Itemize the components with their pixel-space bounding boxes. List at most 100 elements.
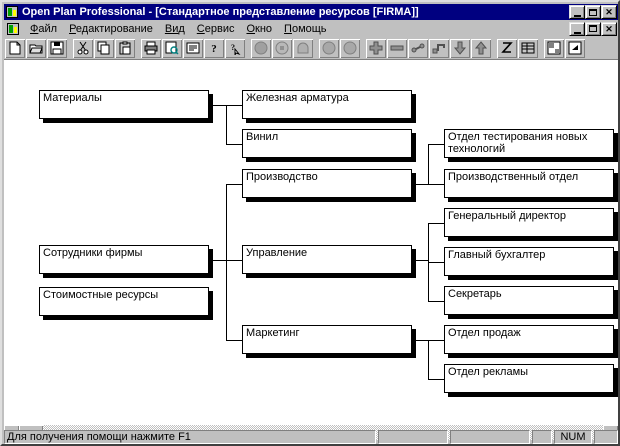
diagram-node[interactable]: Материалы: [39, 90, 209, 119]
print-icon[interactable]: [141, 38, 161, 58]
menu-label-window: кно: [255, 22, 273, 35]
maximize-button[interactable]: [585, 5, 601, 19]
shield-icon[interactable]: [293, 38, 313, 58]
connector-line: [226, 260, 242, 261]
connector-line: [226, 105, 227, 144]
connector-line: [412, 260, 428, 261]
close-icon: ✕: [605, 7, 613, 17]
status-pane-6: [594, 430, 618, 444]
menu-item-edit[interactable]: Редактирование: [69, 22, 153, 35]
mdi-restore-button[interactable]: [585, 21, 601, 36]
minus-icon[interactable]: [387, 38, 407, 58]
connector-line: [614, 144, 618, 145]
status-pane-2: [378, 430, 448, 444]
new-file-icon[interactable]: [5, 38, 25, 58]
menu-label-file: айл: [38, 22, 58, 35]
diagram-node-label: Секретарь: [448, 288, 502, 300]
diagram-node[interactable]: Отдел рекламы: [444, 364, 614, 393]
close-button[interactable]: ✕: [601, 5, 617, 19]
diagram-node[interactable]: Маркетинг: [242, 325, 412, 354]
menu-label-edit: едактирование: [75, 22, 153, 35]
diagram-node[interactable]: Генеральный директор: [444, 208, 614, 237]
move-up-icon[interactable]: [471, 38, 491, 58]
connector-line: [209, 105, 226, 106]
minimize-button[interactable]: [569, 5, 585, 19]
toolbar-separator: [313, 39, 318, 58]
diagram-node[interactable]: Винил: [242, 129, 412, 158]
connector-line: [428, 301, 444, 302]
connector-line: [226, 144, 242, 145]
diagram-node[interactable]: Главный бухгалтер: [444, 247, 614, 276]
table-icon[interactable]: [518, 38, 538, 58]
connector-line: [226, 184, 227, 340]
layout-icon[interactable]: [544, 38, 564, 58]
move-down-icon[interactable]: [450, 38, 470, 58]
connector-line: [428, 184, 444, 185]
open-folder-icon[interactable]: [26, 38, 46, 58]
title-bar: Open Plan Professional - [Стандартное пр…: [4, 4, 618, 20]
diagram-node[interactable]: Секретарь: [444, 286, 614, 315]
plus-icon[interactable]: [366, 38, 386, 58]
menu-label-view: д: [178, 22, 185, 35]
diagram-node-label: Генеральный директор: [448, 210, 566, 222]
connector-line: [226, 184, 242, 185]
circle-b-icon[interactable]: [340, 38, 360, 58]
mdi-close-button[interactable]: ✕: [601, 21, 617, 36]
connector-line: [428, 379, 444, 380]
toolbar-separator: [135, 39, 140, 58]
diagram-node[interactable]: Стоимостные ресурсы: [39, 287, 209, 316]
circle-a-icon[interactable]: [319, 38, 339, 58]
menu-label-help: омощь: [291, 22, 327, 35]
diagram-node[interactable]: Производство: [242, 169, 412, 198]
document-icon[interactable]: [6, 22, 20, 36]
connector-line: [412, 340, 428, 341]
help-question-icon[interactable]: ?: [204, 38, 224, 58]
connector-line: [428, 144, 444, 145]
properties-icon[interactable]: [183, 38, 203, 58]
circle-detail-icon[interactable]: [272, 38, 292, 58]
status-bar: Для получения помощи нажмите F1 NUM: [4, 430, 618, 444]
copy-icon[interactable]: [94, 38, 114, 58]
mdi-minimize-button[interactable]: [569, 21, 585, 36]
promote-icon[interactable]: [429, 38, 449, 58]
print-preview-icon[interactable]: [162, 38, 182, 58]
menu-item-tools[interactable]: Сервис: [196, 22, 235, 35]
toolbar-separator: [491, 39, 496, 58]
context-help-icon[interactable]: ?: [225, 38, 245, 58]
cut-scissors-icon[interactable]: [73, 38, 93, 58]
menu-item-view[interactable]: Вид: [164, 22, 185, 35]
diagram-node-label: Материалы: [43, 92, 102, 104]
diagram-node-label: Производственный отдел: [448, 171, 579, 183]
diagram-node[interactable]: Производственный отдел: [444, 169, 614, 198]
menu-item-file[interactable]: Файл: [30, 22, 58, 35]
diagram-node-label: Главный бухгалтер: [448, 249, 546, 261]
fit-window-icon[interactable]: [565, 38, 585, 58]
menu-item-help[interactable]: Помощь: [284, 22, 327, 35]
svg-text:?: ?: [211, 43, 217, 55]
openplan-icon: [5, 5, 19, 19]
diagram-node-label: Отдел тестирования новых технологий: [448, 131, 588, 155]
toolbar: ? ?: [4, 37, 618, 60]
save-disk-icon[interactable]: [47, 38, 67, 58]
status-pane-3: [450, 430, 530, 444]
window-title: Open Plan Professional - [Стандартное пр…: [22, 6, 419, 18]
connector-line: [614, 340, 618, 341]
diagram-node-label: Маркетинг: [246, 327, 300, 339]
link-icon[interactable]: [408, 38, 428, 58]
zoom-z-icon[interactable]: [497, 38, 517, 58]
diagram-node[interactable]: Управление: [242, 245, 412, 274]
diagram-node[interactable]: Железная арматура: [242, 90, 412, 119]
paste-clipboard-icon[interactable]: [115, 38, 135, 58]
circle-grey-icon[interactable]: [251, 38, 271, 58]
connector-line: [614, 223, 618, 224]
diagram-node[interactable]: Отдел продаж: [444, 325, 614, 354]
menu-item-window[interactable]: Окно: [246, 22, 273, 35]
diagram-node[interactable]: Отдел тестирования новых технологий: [444, 129, 614, 158]
diagram-node[interactable]: Сотрудники фирмы: [39, 245, 209, 274]
svg-text:?: ?: [231, 43, 235, 52]
connector-line: [226, 105, 242, 106]
menu-label-tools: ервис: [204, 22, 235, 35]
